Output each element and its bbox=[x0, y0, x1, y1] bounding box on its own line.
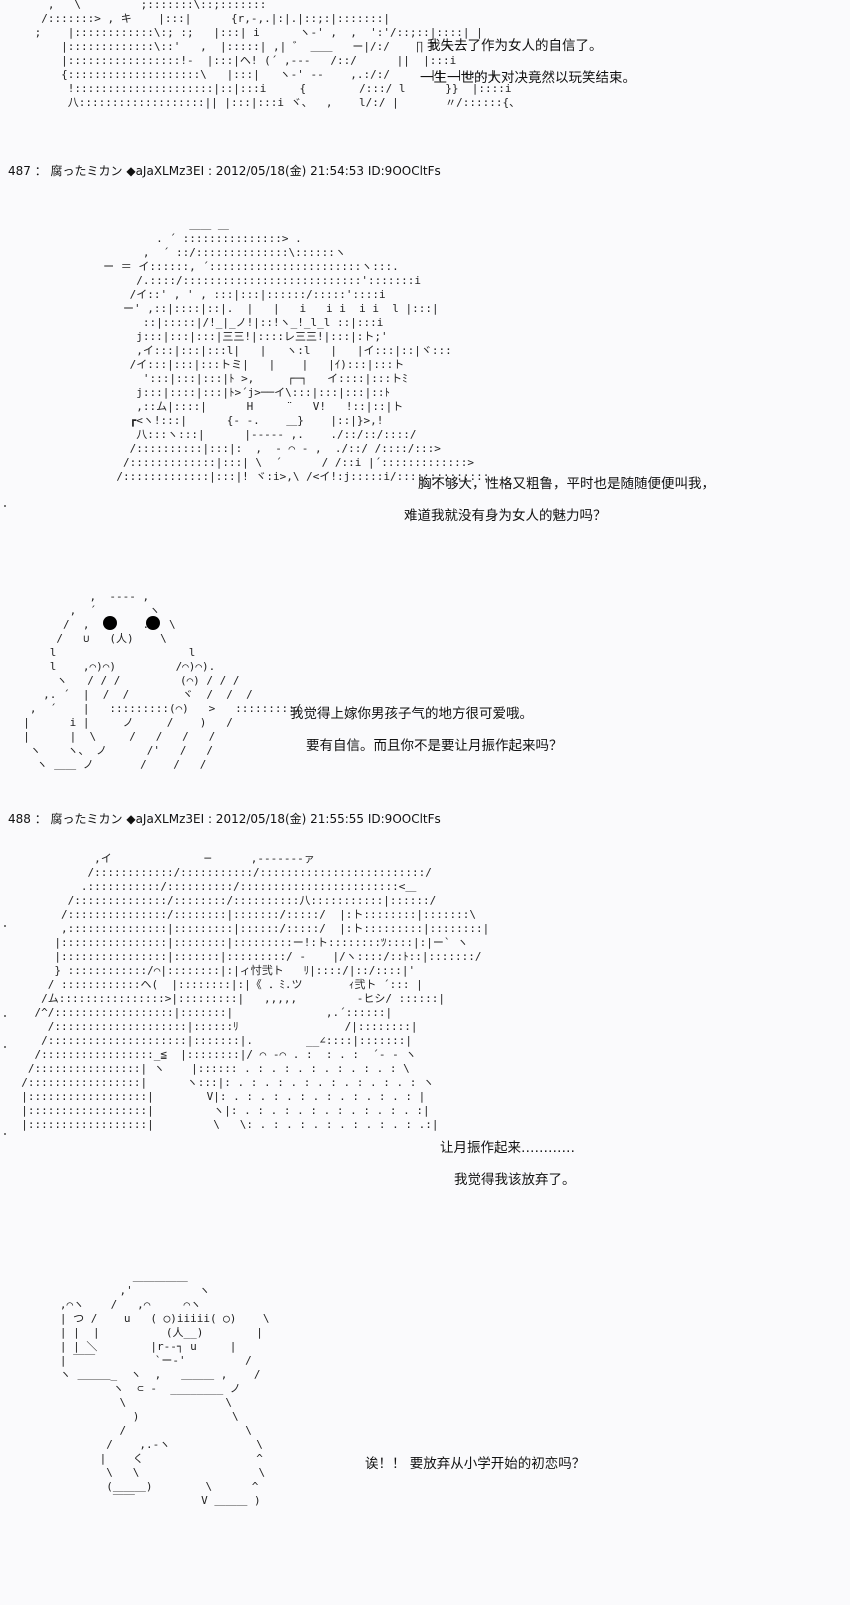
right-eye-icon bbox=[146, 616, 160, 630]
ascii-art-1: , \ ;:::::::\::;::::::: /:::::::> , キ |:… bbox=[34, 0, 521, 109]
dialog-line: 难道我就没有身为女人的魅力吗？ bbox=[404, 508, 607, 524]
margin-dot bbox=[4, 1133, 6, 1135]
post-header-488: 488 ： 腐ったミカン ◆aJaXLMz3EI : 2012/05/18(金)… bbox=[8, 812, 441, 826]
margin-dot bbox=[4, 505, 6, 507]
dialog-line: 我觉得上嫁你男孩子气的地方很可爱哦。 bbox=[290, 706, 533, 722]
dialog-block-4: 让月振作起来………… 我觉得我该放弃了。 bbox=[440, 1132, 576, 1196]
post-header-487: 487 ： 腐ったミカン ◆aJaXLMz3EI : 2012/05/18(金)… bbox=[8, 164, 441, 178]
dialog-line: 我失去了作为女人的自信了。 bbox=[427, 38, 603, 54]
dialog-block-3: 我觉得上嫁你男孩子气的地方很可爱哦。 要有自信。而且你不是要让月振作起来吗？ bbox=[290, 698, 563, 762]
ascii-art-3: , ‐‐‐‐ , , ´ ヽ / , . \ / ∪ (人) \ l l l ,… bbox=[23, 590, 302, 771]
dialog-line: 诶！！ 要放弃从小学开始的初恋吗？ bbox=[365, 1456, 586, 1472]
dialog-block-1: 我失去了作为女人的自信了。 一生一世的大对决竟然以玩笑结束。 bbox=[420, 30, 636, 94]
dialog-line: 胸不够大，性格又粗鲁，平时也是随随便便叫我， bbox=[418, 476, 715, 492]
margin-dot bbox=[4, 1046, 6, 1048]
ascii-art-5: ＿＿＿＿＿ ,' ヽ ,⌒ヽ / ,⌒ ⌒ヽ | つ / u ( ◯)iiiii… bbox=[59, 1270, 270, 1507]
dialog-line: 我觉得我该放弃了。 bbox=[454, 1172, 576, 1188]
dialog-line: 让月振作起来………… bbox=[440, 1140, 575, 1156]
ascii-art-2: ＿＿ ＿ . ´ :::::::::::::::> . , ´ ::/:::::… bbox=[103, 218, 490, 483]
dialog-line: 一生一世的大对决竟然以玩笑结束。 bbox=[420, 70, 636, 86]
dialog-block-5: 诶！！ 要放弃从小学开始的初恋吗？ bbox=[365, 1448, 585, 1480]
left-eye-icon bbox=[103, 616, 117, 630]
margin-dot bbox=[4, 1015, 6, 1017]
margin-dot bbox=[4, 925, 6, 927]
ascii-art-4: ,イ ─ ,-------ァ /::::::::::::/:::::::::::… bbox=[21, 852, 490, 1131]
dialog-block-2: 胸不够大，性格又粗鲁，平时也是随随便便叫我， 难道我就没有身为女人的魅力吗？ bbox=[404, 468, 715, 532]
dialog-line: 要有自信。而且你不是要让月振作起来吗？ bbox=[306, 738, 563, 754]
